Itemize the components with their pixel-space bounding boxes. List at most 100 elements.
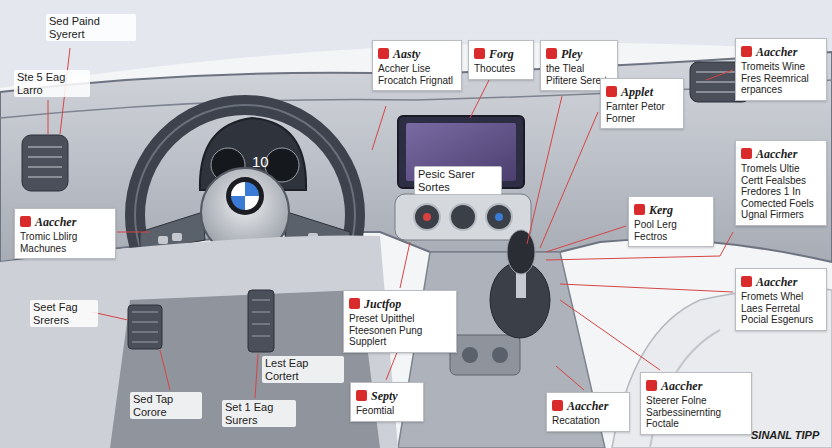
steering-wheel-part (158, 236, 168, 244)
callout-text: Thocutes (474, 63, 528, 75)
leader-lines-part (540, 112, 598, 248)
callout-icon (546, 48, 557, 59)
callout-text: Fromets Whel Laes Ferretal Pocial Esgenu… (741, 291, 821, 326)
leader-lines-part (706, 70, 733, 80)
callout-text: Tromeits Wine Fres Reemrical erpances (741, 61, 821, 96)
callout-box: AaccherTromeits Wine Fres Reemrical erpa… (735, 38, 827, 101)
climate-panel-part (486, 204, 512, 230)
callout-title: Aaccher (756, 275, 797, 289)
steering-wheel-part (245, 182, 259, 196)
callout-icon (741, 148, 752, 159)
leader-lines-part (470, 74, 492, 118)
callout-icon (349, 298, 360, 309)
part-label: Lest Eap Cortert (262, 356, 344, 383)
climate-panel (395, 194, 531, 240)
footwell-pedals-part (248, 290, 274, 352)
callout-text: Accher Lise Frocatch Frignatl (378, 63, 456, 86)
footwell-pedals-part (132, 312, 158, 342)
callout-title: Aaccher (661, 379, 702, 393)
watermark: SINANL TIPP (748, 428, 822, 443)
dashboard-part (28, 147, 62, 177)
part-label: Seet Fag Srerers (30, 300, 98, 327)
callout-title: Kerg (649, 203, 673, 217)
footwell-pedals-part (0, 236, 398, 448)
callout-text: Steerer Folne Sarbessinernting Foctale (646, 395, 746, 430)
callout-title: Aaccher (756, 147, 797, 161)
callout-title: Juctfop (364, 297, 401, 311)
callout-text: Tromels Ultie Certt Fealsbes Fredores 1 … (741, 163, 821, 221)
leader-lines-part (160, 350, 170, 390)
callout-icon (646, 380, 657, 391)
leader-lines-part (546, 226, 626, 252)
footwell-pedals-part (252, 300, 270, 336)
leader-lines (48, 48, 733, 398)
part-label: Set 1 Eag Surers (222, 400, 296, 427)
leader-lines-part (560, 284, 733, 292)
climate-panel-part (495, 213, 503, 221)
callout-icon (606, 86, 617, 97)
climate-panel-part (450, 204, 476, 230)
center-console-part (462, 347, 478, 363)
leader-lines-part (48, 100, 49, 134)
callout-text: Pool Lerg Fectros (634, 219, 708, 242)
dashboard-part (22, 135, 68, 191)
center-console-part (492, 347, 508, 363)
callout-icon (552, 400, 563, 411)
leader-lines-part (527, 96, 562, 244)
callout-title: Applet (621, 85, 653, 99)
climate-panel-part (414, 204, 440, 230)
center-console-part (507, 230, 535, 274)
callout-box: SeptyFeomtial (350, 382, 424, 422)
callout-icon (474, 48, 485, 59)
callout-box: ForgThocutes (468, 40, 534, 80)
callout-text: Farnter Petor Forner (606, 101, 678, 124)
callout-text: Tromic Lblirg Machunes (20, 231, 110, 254)
callout-title: Septy (371, 389, 398, 403)
steering-wheel-part (231, 196, 245, 210)
callout-box: AaccherRecatation (546, 392, 630, 432)
leader-lines-part (255, 354, 258, 398)
steering-wheel-part (172, 233, 182, 241)
climate-panel-part (423, 213, 431, 221)
callout-box: AppletFarnter Petor Forner (600, 78, 684, 129)
callout-box: AaccherTromic Lblirg Machunes (14, 208, 116, 259)
part-label: Sed Paind Syerert (46, 14, 136, 41)
callout-box: AaccherTromels Ultie Certt Fealsbes Fred… (735, 140, 827, 226)
callout-icon (356, 390, 367, 401)
dashboard-part (0, 52, 832, 262)
callout-text: Recatation (552, 415, 624, 427)
callout-title: Aaccher (756, 45, 797, 59)
callout-text: Feomtial (356, 405, 418, 417)
steering-wheel-part (226, 177, 264, 215)
callout-title: Aaccher (35, 215, 76, 229)
part-label: Ste 5 Eag Larro (14, 70, 90, 97)
center-console-part (450, 335, 520, 375)
callout-icon (20, 216, 31, 227)
callout-icon (741, 46, 752, 57)
passenger-seat-part (612, 288, 832, 448)
callout-box: JuctfopPreset Upitthel Fteesonen Pung Su… (343, 290, 457, 353)
callout-box: AaccherSteerer Folne Sarbessinernting Fo… (640, 372, 752, 435)
leader-lines-part (372, 106, 386, 150)
callout-text: Preset Upitthel Fteesonen Pung Supplert (349, 313, 451, 348)
footwell-pedals (0, 236, 398, 448)
callout-box: KergPool Lerg Fectros (628, 196, 714, 247)
footwell-pedals-part (110, 290, 380, 448)
callout-box: AastyAccher Lise Frocatch Frignatl (372, 40, 462, 91)
callout-box: AaccherFromets Whel Laes Ferretal Pocial… (735, 268, 827, 331)
part-label: Sed Tap Corore (130, 392, 202, 419)
callout-icon (378, 48, 389, 59)
gauge-number: 10 (249, 152, 272, 171)
callout-title: Pley (561, 47, 582, 61)
passenger-seat (612, 288, 832, 448)
leader-lines-part (400, 242, 410, 288)
leader-lines-part (117, 232, 150, 233)
callout-title: Aaccher (567, 399, 608, 413)
part-label: Pesic Sarer Sortes (414, 166, 502, 195)
steering-wheel-part (231, 182, 245, 196)
callout-icon (741, 276, 752, 287)
leader-lines-part (556, 366, 584, 390)
